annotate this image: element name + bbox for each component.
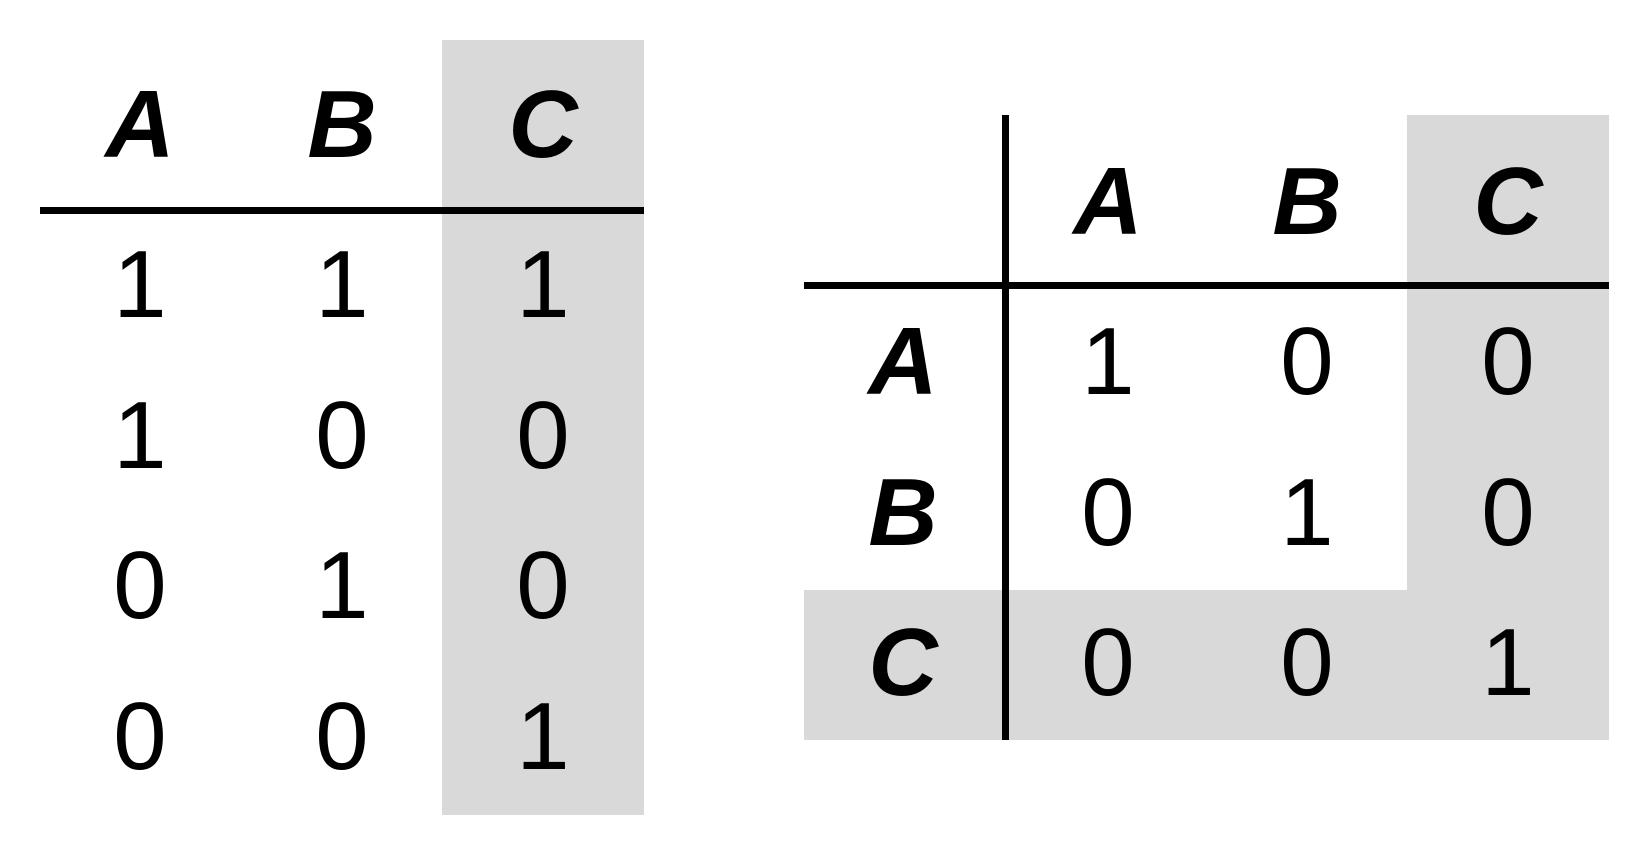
truth-table-cell: 0 (113, 683, 167, 790)
truth-table-header-a: A (105, 71, 175, 178)
matrix-cell: 1 (1481, 609, 1535, 716)
matrix-cell: 0 (1081, 609, 1135, 716)
matrix-col-header-a: A (1073, 148, 1143, 255)
truth-table-cell: 1 (516, 683, 570, 790)
truth-table: A B C 1 1 1 1 0 0 0 1 0 0 0 1 (0, 0, 700, 850)
matrix-cell: 0 (1081, 459, 1135, 566)
matrix-row-header-b: B (868, 459, 938, 566)
truth-table-header-c: C (508, 71, 578, 178)
truth-table-cell: 1 (516, 231, 570, 338)
matrix-cell: 0 (1280, 609, 1334, 716)
truth-table-c-column-highlight (442, 40, 644, 815)
matrix-cell: 0 (1280, 308, 1334, 415)
matrix-cell: 1 (1280, 459, 1334, 566)
truth-table-cell: 1 (315, 231, 369, 338)
matrix-col-header-b: B (1272, 148, 1342, 255)
matrix-c-column-highlight (1407, 115, 1609, 590)
matrix-c-row-highlight (804, 590, 1609, 740)
matrix-row-header-rule (1002, 115, 1009, 740)
matrix-cell: 0 (1481, 459, 1535, 566)
matrix-row-header-c: C (868, 609, 938, 716)
truth-table-cell: 1 (113, 231, 167, 338)
truth-table-cell: 1 (315, 532, 369, 639)
matrix-cell: 1 (1081, 308, 1135, 415)
matrix-cell: 0 (1481, 308, 1535, 415)
truth-table-cell: 0 (315, 382, 369, 489)
truth-table-header-b: B (307, 71, 377, 178)
matrix-header-rule (804, 282, 1609, 289)
truth-table-header-rule (40, 207, 644, 214)
matrix-row-header-a: A (868, 308, 938, 415)
matrix-col-header-c: C (1473, 148, 1543, 255)
truth-table-cell: 1 (113, 382, 167, 489)
truth-table-cell: 0 (516, 532, 570, 639)
truth-table-cell: 0 (516, 382, 570, 489)
truth-table-cell: 0 (113, 532, 167, 639)
truth-table-cell: 0 (315, 683, 369, 790)
